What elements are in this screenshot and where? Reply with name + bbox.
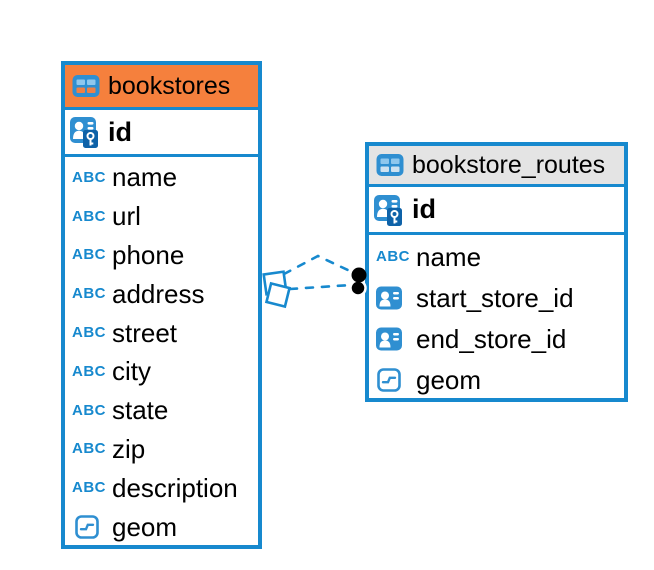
field-row[interactable]: geom	[65, 507, 258, 545]
field-row[interactable]: ABC city	[65, 352, 258, 391]
field-list: ABC name ABC url ABC phone ABC address A…	[65, 157, 258, 545]
primary-key-row[interactable]: id	[65, 110, 258, 157]
relationship-line-end-store-id[interactable]	[288, 283, 353, 291]
table-icon	[376, 153, 404, 177]
relationship-square-marker[interactable]	[262, 270, 288, 296]
field-name: address	[112, 278, 205, 309]
text-type-icon: ABC	[72, 285, 106, 303]
primary-key-name: id	[412, 194, 436, 224]
relationship-square-marker[interactable]	[264, 281, 292, 309]
text-type-icon: ABC	[376, 248, 410, 265]
field-name: geom	[416, 364, 482, 395]
table-title: bookstore_routes	[412, 150, 606, 179]
text-type-icon: ABC	[72, 207, 106, 225]
primary-key-icon	[374, 193, 404, 227]
geometry-type-icon	[75, 515, 99, 539]
primary-key-name: id	[108, 116, 132, 147]
relationship-dot-marker[interactable]	[349, 279, 367, 297]
text-type-icon: ABC	[72, 362, 106, 380]
geometry-type-icon	[377, 368, 401, 392]
text-type-icon: ABC	[72, 324, 106, 342]
field-name: name	[416, 241, 482, 272]
field-name: state	[112, 395, 169, 426]
field-row[interactable]: ABC description	[65, 468, 258, 507]
table-bookstore-routes-header[interactable]: bookstore_routes	[369, 146, 624, 187]
text-type-icon: ABC	[72, 246, 106, 264]
field-name: city	[112, 356, 151, 387]
text-type-icon: ABC	[72, 401, 106, 419]
table-title: bookstores	[108, 71, 231, 100]
field-row[interactable]: ABC state	[65, 391, 258, 430]
relationship-line-start-store-id[interactable]	[282, 254, 354, 276]
field-row[interactable]: ABC street	[65, 313, 258, 352]
field-name: name	[112, 162, 178, 193]
text-type-icon: ABC	[72, 440, 106, 458]
field-row[interactable]: ABC name	[369, 236, 624, 277]
primary-key-row[interactable]: id	[369, 187, 624, 235]
table-bookstores[interactable]: bookstores id ABC name ABC url ABC phone…	[61, 61, 262, 549]
field-row[interactable]: ABC url	[65, 197, 258, 236]
foreign-key-icon	[376, 286, 402, 310]
text-type-icon: ABC	[72, 168, 106, 186]
field-name: phone	[112, 239, 185, 270]
field-row[interactable]: ABC zip	[65, 430, 258, 469]
field-name: zip	[112, 433, 146, 464]
text-type-icon: ABC	[72, 479, 106, 497]
table-bookstores-header[interactable]: bookstores	[65, 65, 258, 110]
field-list: ABC name start_store_id end_store_id geo…	[369, 235, 624, 398]
field-row[interactable]: start_store_id	[369, 277, 624, 318]
field-name: url	[112, 201, 141, 232]
table-icon	[72, 74, 100, 98]
primary-key-icon	[70, 115, 100, 149]
field-row[interactable]: geom	[369, 359, 624, 398]
field-row[interactable]: ABC phone	[65, 236, 258, 275]
table-bookstore-routes[interactable]: bookstore_routes id ABC name start_store…	[365, 142, 628, 402]
field-row[interactable]: ABC name	[65, 158, 258, 197]
foreign-key-icon	[376, 327, 402, 351]
field-name: street	[112, 317, 178, 348]
field-row[interactable]: end_store_id	[369, 318, 624, 359]
field-name: end_store_id	[416, 323, 567, 354]
field-name: geom	[112, 511, 178, 542]
field-row[interactable]: ABC address	[65, 274, 258, 313]
field-name: description	[112, 472, 238, 503]
field-name: start_store_id	[416, 282, 574, 313]
